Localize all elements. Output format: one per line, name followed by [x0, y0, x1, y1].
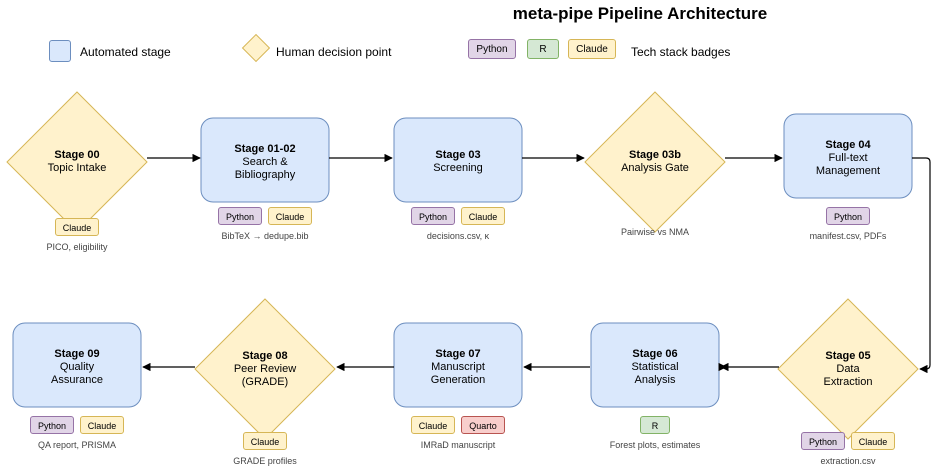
legend-automated-label: Automated stage [80, 45, 171, 59]
stage-05-badge-claude: Claude [851, 432, 895, 450]
stage-00-output: PICO, eligibility [46, 242, 108, 252]
stage-06-name: Stage 06 [632, 347, 678, 360]
stage-03-name: Stage 03 [435, 149, 481, 161]
stage-07-output: IMRaD manuscript [420, 440, 496, 450]
stage-03-stage-box [393, 117, 523, 203]
stage-09-name: Stage 09 [54, 347, 100, 360]
legend-badge-python: Python [468, 39, 516, 59]
stage-00-badge-claude: Claude [55, 218, 99, 236]
legend-automated-swatch [49, 40, 71, 62]
stage-01-02-badge-python: Python [218, 207, 262, 225]
stage-shapes [6, 91, 919, 440]
legend-badge-claude: Claude [568, 39, 616, 59]
stage-03-badge-python: Python [411, 207, 455, 225]
stage-09-badge-python: Python [30, 416, 74, 434]
stage-03b-description: Analysis Gate [621, 162, 689, 174]
stage-09-output: QA report, PRISMA [37, 440, 117, 450]
stage-03-description: Screening [433, 162, 483, 174]
stage-04-stage-box [783, 113, 913, 199]
legend-decision-label: Human decision point [276, 45, 392, 59]
stage-01-02-badge-claude: Claude [268, 207, 312, 225]
stage-09-badge-claude: Claude [80, 416, 124, 434]
legend-badge-r: R [527, 39, 559, 59]
stage-03b-name: Stage 03b [629, 149, 681, 161]
stage-00-name: Stage 00 [54, 149, 100, 161]
stage-03b-output: Pairwise vs NMA [620, 227, 689, 237]
stage-06-output: Forest plots, estimates [609, 440, 701, 450]
stage-09-stage-box [12, 322, 142, 408]
stage-04-output: manifest.csv, PDFs [809, 231, 887, 241]
stage-07-badge-claude: Claude [411, 416, 455, 434]
stage-07-name: Stage 07 [435, 347, 481, 360]
stage-05-badge-python: Python [801, 432, 845, 450]
stage-03-output: decisions.csv, κ [426, 231, 490, 241]
stage-08-name: Stage 08 [242, 349, 288, 362]
stage-05-decision-node [777, 298, 919, 440]
diagram-title: meta-pipe Pipeline Architecture [512, 4, 768, 23]
arrow-04-to-05 [912, 157, 931, 374]
stage-09-description: Quality Assurance [51, 360, 103, 386]
pipeline-connectors [142, 153, 931, 374]
stage-05-output: extraction.csv [820, 456, 876, 466]
stage-06-badge-r: R [640, 416, 670, 434]
stage-04-badge-python: Python [826, 207, 870, 225]
stage-01-02-description: Search & Bibliography [234, 155, 296, 181]
stage-01-02-name: Stage 01-02 [234, 142, 296, 155]
stage-03-badge-claude: Claude [461, 207, 505, 225]
stage-08-badge-claude: Claude [243, 432, 287, 450]
stage-06-description: Statistical Analysis [631, 360, 679, 386]
stage-05-description: Data Extraction [823, 362, 873, 388]
stage-01-02-output: BibTeX → dedupe.bib [221, 231, 309, 241]
stage-01-02-stage-box [200, 117, 330, 203]
stage-07-stage-box [393, 322, 523, 408]
stage-00-description: Topic Intake [47, 162, 107, 174]
stage-07-description: Manuscript Generation [430, 360, 486, 386]
stage-05-name: Stage 05 [825, 349, 871, 362]
stage-08-output: GRADE profiles [233, 456, 297, 466]
stage-04-name: Stage 04 [825, 138, 871, 151]
stage-08-description: Peer Review (GRADE) [233, 362, 297, 388]
legend-tech-label: Tech stack badges [631, 45, 731, 59]
stage-03b-decision-node [584, 91, 726, 233]
stage-07-badge-quarto: Quarto [461, 416, 505, 434]
stage-04-description: Full-text Management [815, 151, 881, 177]
